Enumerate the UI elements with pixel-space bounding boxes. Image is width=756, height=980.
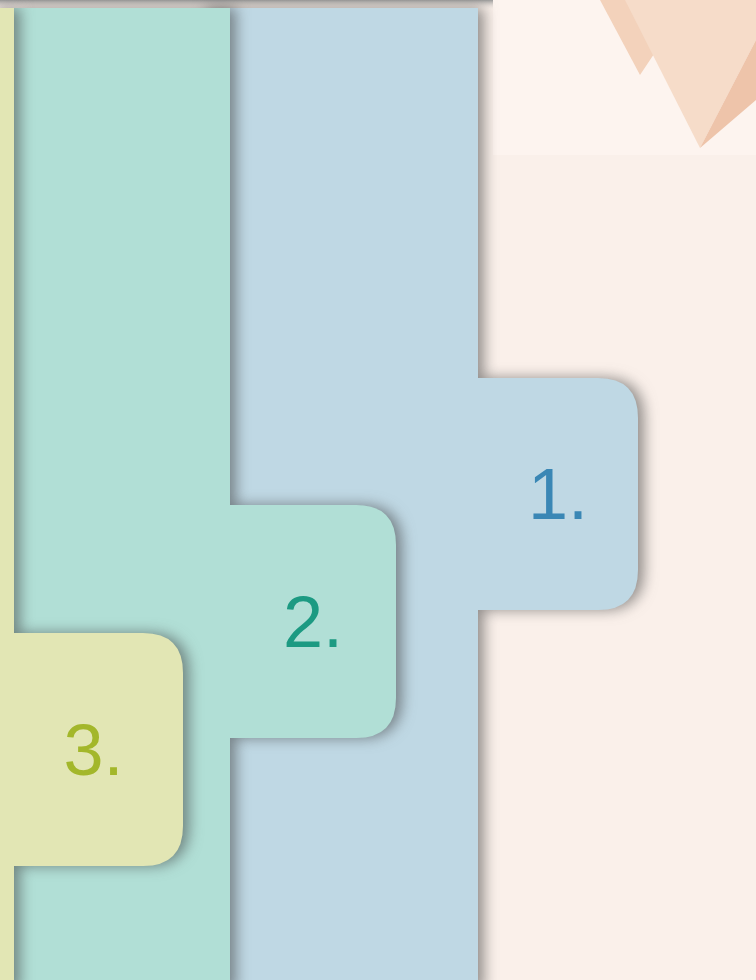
tab-label-area: 1.: [478, 378, 638, 610]
step-number: 3.: [63, 714, 123, 786]
tab-panel: 3.: [0, 0, 183, 980]
photo-panel: [493, 0, 756, 155]
paper-sheet: [625, 0, 756, 148]
paper-sheet: [700, 40, 756, 148]
tab-outline: [200, 8, 638, 980]
tab-outline: [0, 8, 183, 980]
tab-panel: 1.: [200, 0, 638, 980]
tab-shape: [0, 0, 183, 980]
step-number: 1.: [528, 458, 588, 530]
tab-label-area: 3.: [4, 633, 183, 866]
step-number: 2.: [283, 586, 343, 658]
tab-label-area: 2.: [230, 505, 396, 738]
